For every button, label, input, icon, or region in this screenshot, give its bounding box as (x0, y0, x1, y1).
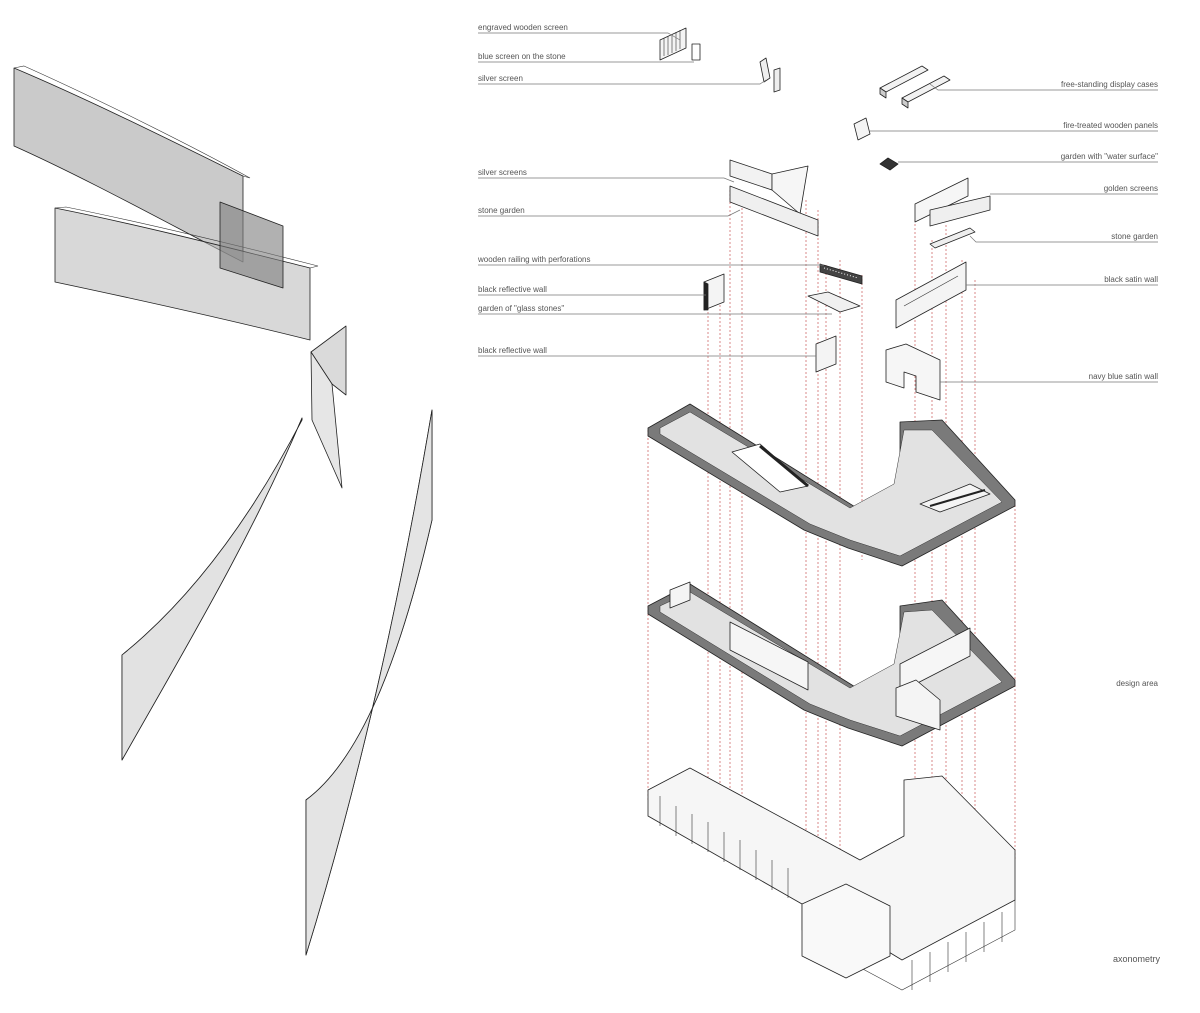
label-golden-screens: golden screens (1104, 184, 1158, 193)
navy-blue-satin-wall (885, 343, 941, 401)
label-black-reflective-wall-2: black reflective wall (478, 346, 547, 355)
panel-long-left (121, 417, 303, 761)
label-free-standing-display-cases: free-standing display cases (1061, 80, 1158, 89)
label-wooden-railing: wooden railing with perforations (477, 255, 591, 264)
floating-elements (659, 27, 991, 401)
golden-screens-group (914, 177, 991, 249)
curved-screen-panels (13, 65, 433, 956)
label-silver-screen: silver screen (478, 74, 523, 83)
label-navy-blue-satin-wall: navy blue satin wall (1089, 372, 1159, 381)
free-standing-display-cases (879, 65, 951, 109)
garden-water-surface (879, 157, 899, 171)
panel-small-dark (219, 201, 284, 289)
building-shell (647, 767, 1016, 991)
label-black-satin-wall: black satin wall (1104, 275, 1158, 284)
black-reflective-wall-lower (815, 335, 837, 373)
label-garden-water-surface: garden with "water surface" (1061, 152, 1158, 161)
floor-plan-middle (647, 581, 1016, 747)
label-garden-glass-stones: garden of "glass stones" (478, 304, 564, 313)
label-stone-garden-left: stone garden (478, 206, 525, 215)
black-satin-wall (895, 261, 967, 329)
black-reflective-wall-upper (703, 273, 725, 311)
garden-glass-stones (807, 291, 861, 313)
label-black-reflective-wall-1: black reflective wall (478, 285, 547, 294)
silver-screens-group (729, 159, 819, 237)
panel-long-right (305, 409, 433, 956)
label-design-area: design area (1116, 679, 1158, 688)
label-fire-treated-wooden-panels: fire-treated wooden panels (1063, 121, 1158, 130)
floor-plan-upper (647, 403, 1016, 567)
label-stone-garden-right: stone garden (1111, 232, 1158, 241)
leader-lines (478, 32, 1158, 383)
panel-middle-left (54, 206, 319, 341)
silver-screen-small (759, 57, 781, 93)
label-engraved-wooden-screen: engraved wooden screen (478, 23, 568, 32)
panel-folded (310, 325, 347, 489)
wooden-railing-with-perforations (819, 263, 863, 285)
label-blue-screen-on-the-stone: blue screen on the stone (478, 52, 566, 61)
drawing-caption: axonometry (1113, 954, 1161, 964)
label-silver-screens: silver screens (478, 168, 527, 177)
fire-treated-wooden-panel (853, 117, 871, 141)
label-group-left: engraved wooden screen blue screen on th… (477, 23, 591, 355)
engraved-wooden-screen (659, 27, 701, 61)
label-group-right: free-standing display cases fire-treated… (1061, 80, 1159, 688)
